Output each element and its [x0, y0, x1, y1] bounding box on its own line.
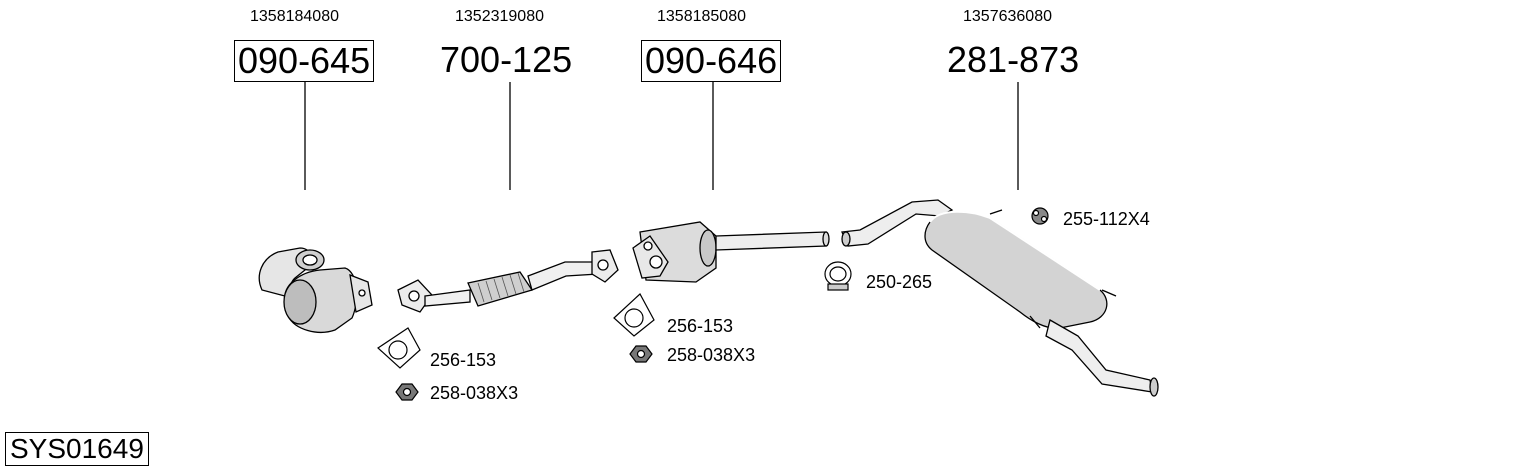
- part-number-3[interactable]: 090-646: [641, 40, 782, 82]
- front-pipe-drawing: [397, 249, 619, 313]
- system-code: SYS01649: [5, 432, 149, 466]
- clamp-label[interactable]: 250-265: [866, 272, 933, 292]
- clamp-drawing: [824, 261, 852, 291]
- rubber-mount-label[interactable]: 255-112X4: [1063, 209, 1150, 229]
- gasket-2-label[interactable]: 256-153: [667, 316, 734, 336]
- nut-2-drawing: [629, 345, 653, 363]
- rear-silencer-drawing: [841, 199, 1159, 397]
- part-number-2[interactable]: 700-125: [440, 39, 573, 80]
- gasket-1-label[interactable]: 256-153: [430, 350, 497, 370]
- oem-number-2: 1352319080: [455, 8, 544, 25]
- nut-2-label[interactable]: 258-038X3: [667, 345, 756, 365]
- rubber-mount-drawing: [1031, 207, 1049, 225]
- catalytic-converter-1-drawing: [258, 247, 373, 333]
- part-number-4[interactable]: 281-873: [947, 39, 1080, 80]
- oem-number-4: 1357636080: [963, 8, 1052, 25]
- catalytic-converter-2-drawing: [632, 221, 830, 283]
- part-number-1[interactable]: 090-645: [234, 40, 375, 82]
- nut-1-label[interactable]: 258-038X3: [430, 383, 519, 403]
- oem-number-3: 1358185080: [657, 8, 746, 25]
- gasket-1-drawing: [377, 327, 421, 369]
- oem-number-1: 1358184080: [250, 8, 339, 25]
- nut-1-drawing: [395, 383, 419, 401]
- gasket-2-drawing: [613, 293, 655, 337]
